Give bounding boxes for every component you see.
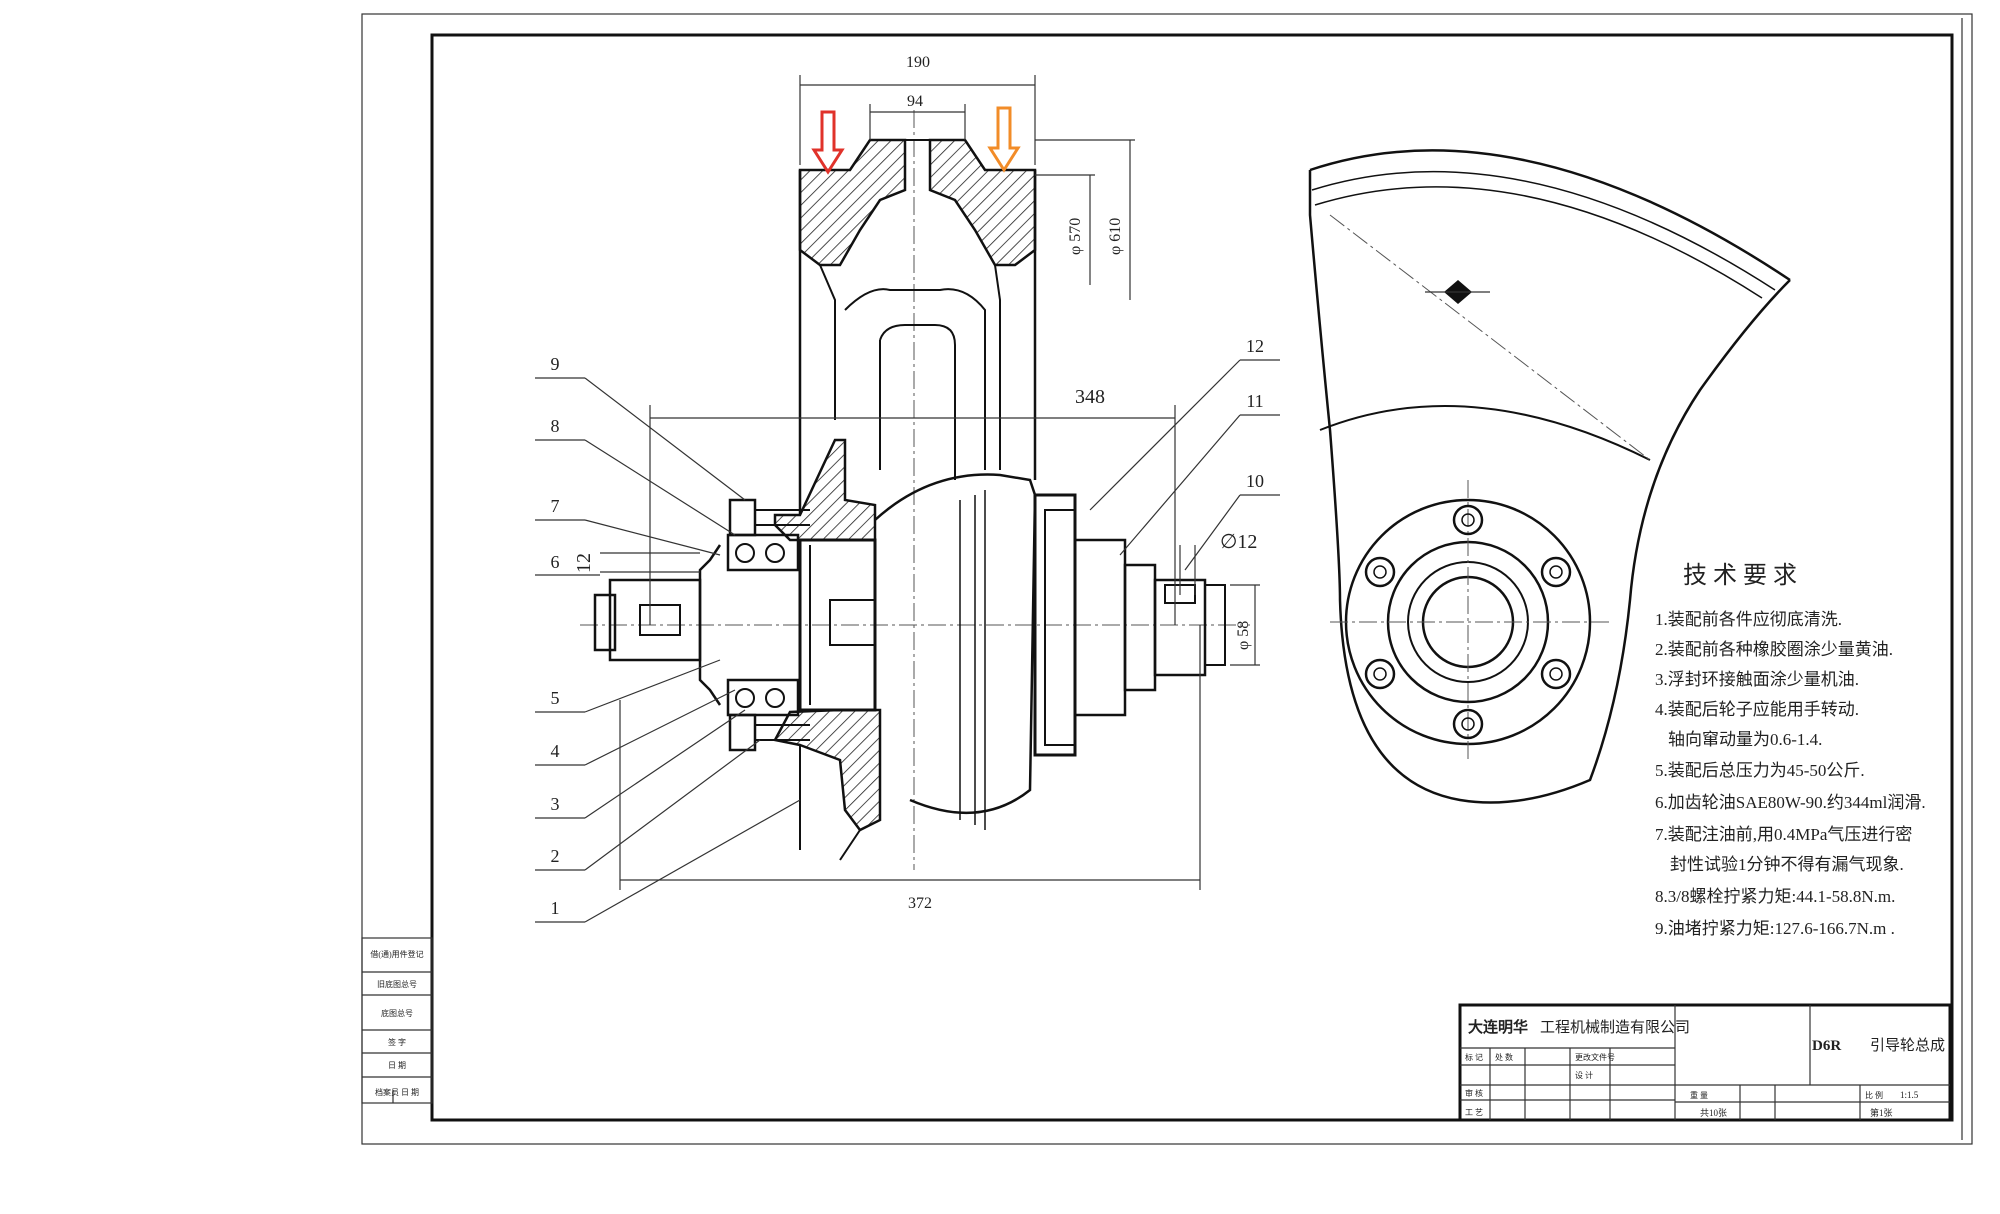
tb-sheets-total: 共10张 <box>1700 1108 1727 1118</box>
tech-req-7: 7.装配注油前,用0.4MPa气压进行密 <box>1655 825 1912 844</box>
register-date: 日 期 <box>388 1061 406 1070</box>
callout-7: 7 <box>551 496 560 516</box>
tech-req-3: 3.浮封环接触面涂少量机油. <box>1655 670 1859 689</box>
title-block: 大连明华 工程机械制造有限公司 D6R 引导轮总成 标 记 处 数 更改文件号 … <box>1458 1003 1952 1122</box>
sheet-border <box>361 13 1973 1145</box>
dim-348: 348 <box>1075 386 1105 408</box>
callout-1: 1 <box>551 898 560 918</box>
tech-req-8: 8.3/8螺栓拧紧力矩:44.1-58.8N.m. <box>1655 887 1895 906</box>
callout-5: 5 <box>551 688 560 708</box>
tb-label-mark: 标 记 <box>1465 1052 1483 1062</box>
bearing-upper <box>726 533 800 572</box>
tb-scale-label: 比 例 <box>1865 1090 1883 1100</box>
hub-lower-section <box>773 708 882 832</box>
tech-req-5: 5.装配后总压力为45-50公斤. <box>1655 761 1865 780</box>
callout-8: 8 <box>551 416 560 436</box>
callout-leaders <box>535 359 1280 923</box>
tech-req-2: 2.装配前各种橡胶圈涂少量黄油. <box>1655 640 1893 659</box>
tech-req-9: 9.油堵拧紧力矩:127.6-166.7N.m . <box>1655 919 1895 938</box>
register-archivist: 档案员 日 期 <box>375 1087 419 1097</box>
dim-12-diameter: ∅12 <box>1220 531 1257 553</box>
rim-right-section <box>928 138 1037 267</box>
bolts <box>728 498 810 752</box>
dim-610: φ 610 <box>1107 218 1124 255</box>
company-name-bold: 大连明华 <box>1468 1018 1528 1036</box>
tech-requirements: 技 术 要 求 1.装配前各件应彻底清洗. 2.装配前各种橡胶圈涂少量黄油. 3… <box>1655 562 1926 938</box>
tech-req-6: 6.加齿轮油SAE80W-90.约344ml润滑. <box>1655 793 1926 812</box>
red-arrow-marker <box>811 110 845 175</box>
tech-req-4: 4.装配后轮子应能用手转动. <box>1655 700 1859 719</box>
tech-req-7b: 封性试验1分钟不得有漏气现象. <box>1670 855 1904 874</box>
side-register-table: 借(通)用件登记 旧底图总号 底图总号 签 字 日 期 档案员 日 期 <box>361 937 433 1104</box>
tb-label-file: 更改文件号 <box>1575 1052 1615 1062</box>
callout-2: 2 <box>551 846 560 866</box>
company-name-rest: 工程机械制造有限公司 <box>1540 1019 1690 1036</box>
tb-label-design: 设 计 <box>1575 1070 1593 1080</box>
dim-372: 372 <box>908 895 932 912</box>
bearing-lower <box>726 678 800 717</box>
callout-3: 3 <box>551 794 560 814</box>
dim-94: 94 <box>907 93 923 110</box>
dimension-lines <box>600 75 1260 890</box>
register-sign: 签 字 <box>388 1037 406 1047</box>
drawing-name: 引导轮总成 <box>1870 1037 1945 1054</box>
callout-9: 9 <box>551 354 560 374</box>
tb-label-count: 处 数 <box>1495 1052 1513 1062</box>
dim-12-left: 12 <box>573 553 595 573</box>
shaft <box>593 538 877 712</box>
register-base: 底图总号 <box>381 1008 413 1018</box>
tech-req-1: 1.装配前各件应彻底清洗. <box>1655 610 1842 629</box>
tb-sheet-no: 第1张 <box>1870 1107 1893 1118</box>
callout-6: 6 <box>551 552 560 572</box>
hub-upper-section <box>773 438 877 542</box>
bolt-holes <box>1364 504 1572 740</box>
drawing-code: D6R <box>1812 1038 1841 1054</box>
tb-scale-value: 1:1.5 <box>1900 1090 1919 1100</box>
register-old-base: 旧底图总号 <box>377 979 417 989</box>
dim-190: 190 <box>906 54 930 71</box>
rim-left-section <box>798 138 907 267</box>
tb-label-process: 工 艺 <box>1465 1108 1483 1117</box>
register-borrowed: 借(通)用件登记 <box>370 949 423 959</box>
tech-req-4b: 轴向窜动量为0.6-1.4. <box>1668 730 1822 749</box>
tech-requirements-title: 技 术 要 求 <box>1683 562 1797 589</box>
section-view: 190 94 φ 570 φ 610 348 12 ∅12 φ 58 372 <box>535 54 1280 923</box>
seal-and-axle <box>874 473 1226 830</box>
callout-12: 12 <box>1246 336 1264 356</box>
dim-58: φ 58 <box>1235 621 1252 650</box>
callout-10: 10 <box>1246 471 1264 491</box>
callout-4: 4 <box>551 741 560 761</box>
dim-570: φ 570 <box>1067 218 1084 255</box>
side-view <box>1308 149 1791 804</box>
orange-arrow-marker <box>987 106 1021 173</box>
callout-11: 11 <box>1246 391 1263 411</box>
tb-weight-label: 重 量 <box>1690 1090 1708 1100</box>
tb-label-review: 审 核 <box>1465 1088 1483 1098</box>
